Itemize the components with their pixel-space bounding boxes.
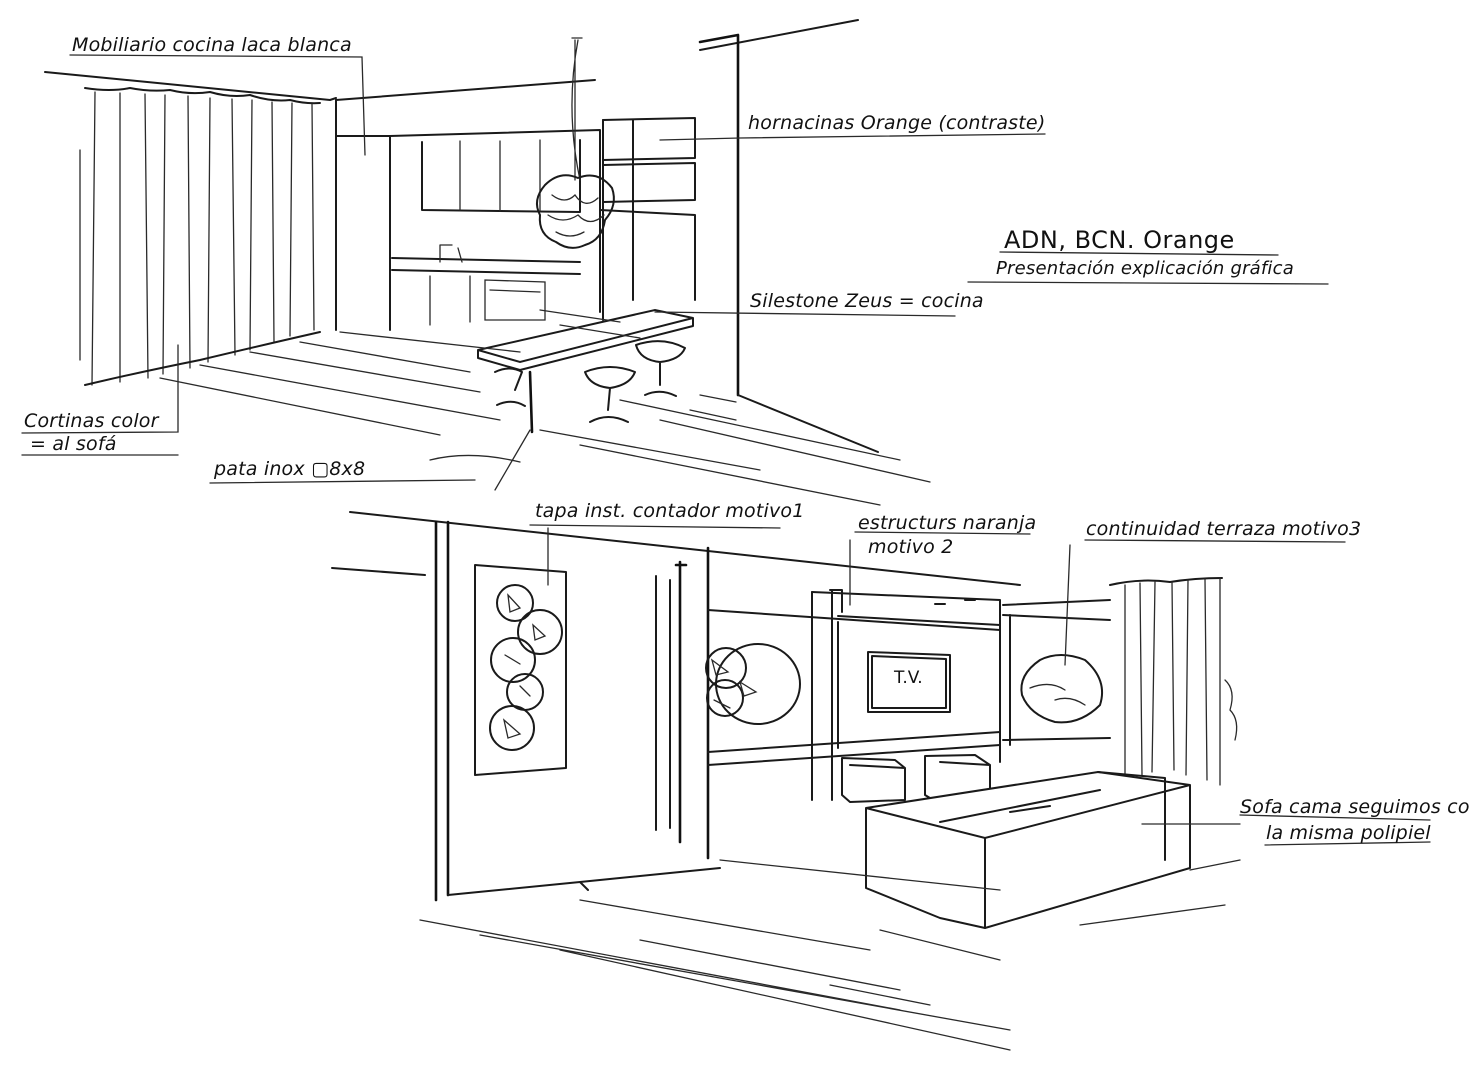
label-estructura-1: estructurs naranja [858, 512, 1037, 534]
stools [494, 340, 686, 423]
kitchen-scene [21, 19, 1329, 506]
sofa-icon [865, 770, 1191, 929]
living-floor [419, 859, 1241, 1051]
label-cortinas-2: = al sofá [30, 433, 117, 455]
label-continuidad: continuidad terraza motivo3 [1086, 518, 1362, 540]
label-tapa-contador: tapa inst. contador motivo1 [535, 500, 805, 522]
terrace-window [1002, 599, 1111, 746]
bar-table [477, 308, 694, 434]
living-leaders [529, 524, 1431, 846]
niches [599, 117, 696, 321]
shelving-structure [705, 589, 1001, 805]
meter-cover-panel [474, 564, 567, 776]
label-estructura-2: motivo 2 [868, 536, 954, 558]
right-curtains [1109, 577, 1238, 786]
label-sofa-2: la misma polipiel [1266, 822, 1431, 844]
upper-cabinets [421, 139, 581, 213]
tv-screen [867, 651, 951, 713]
curtains [79, 87, 321, 386]
label-silestone: Silestone Zeus = cocina [750, 290, 984, 312]
label-pata-inox: pata inox ▢8x8 [214, 458, 366, 480]
label-sofa-1: Sofa cama seguimos con [1240, 796, 1470, 818]
kitchen-floor [159, 309, 931, 506]
project-title: ADN, BCN. Orange [1004, 226, 1235, 254]
project-subtitle: Presentación explicación gráfica [996, 258, 1294, 279]
tv-label: T.V. [894, 668, 923, 688]
living-scene [331, 511, 1431, 1051]
orange-slice-icon [489, 584, 563, 751]
kitchen-leaders [21, 54, 1329, 491]
label-cortinas-1: Cortinas color [24, 410, 159, 432]
pendant-lamp-icon [535, 37, 615, 249]
label-mobiliario: Mobiliario cocina laca blanca [72, 34, 352, 56]
label-hornacinas: hornacinas Orange (contraste) [748, 112, 1046, 134]
